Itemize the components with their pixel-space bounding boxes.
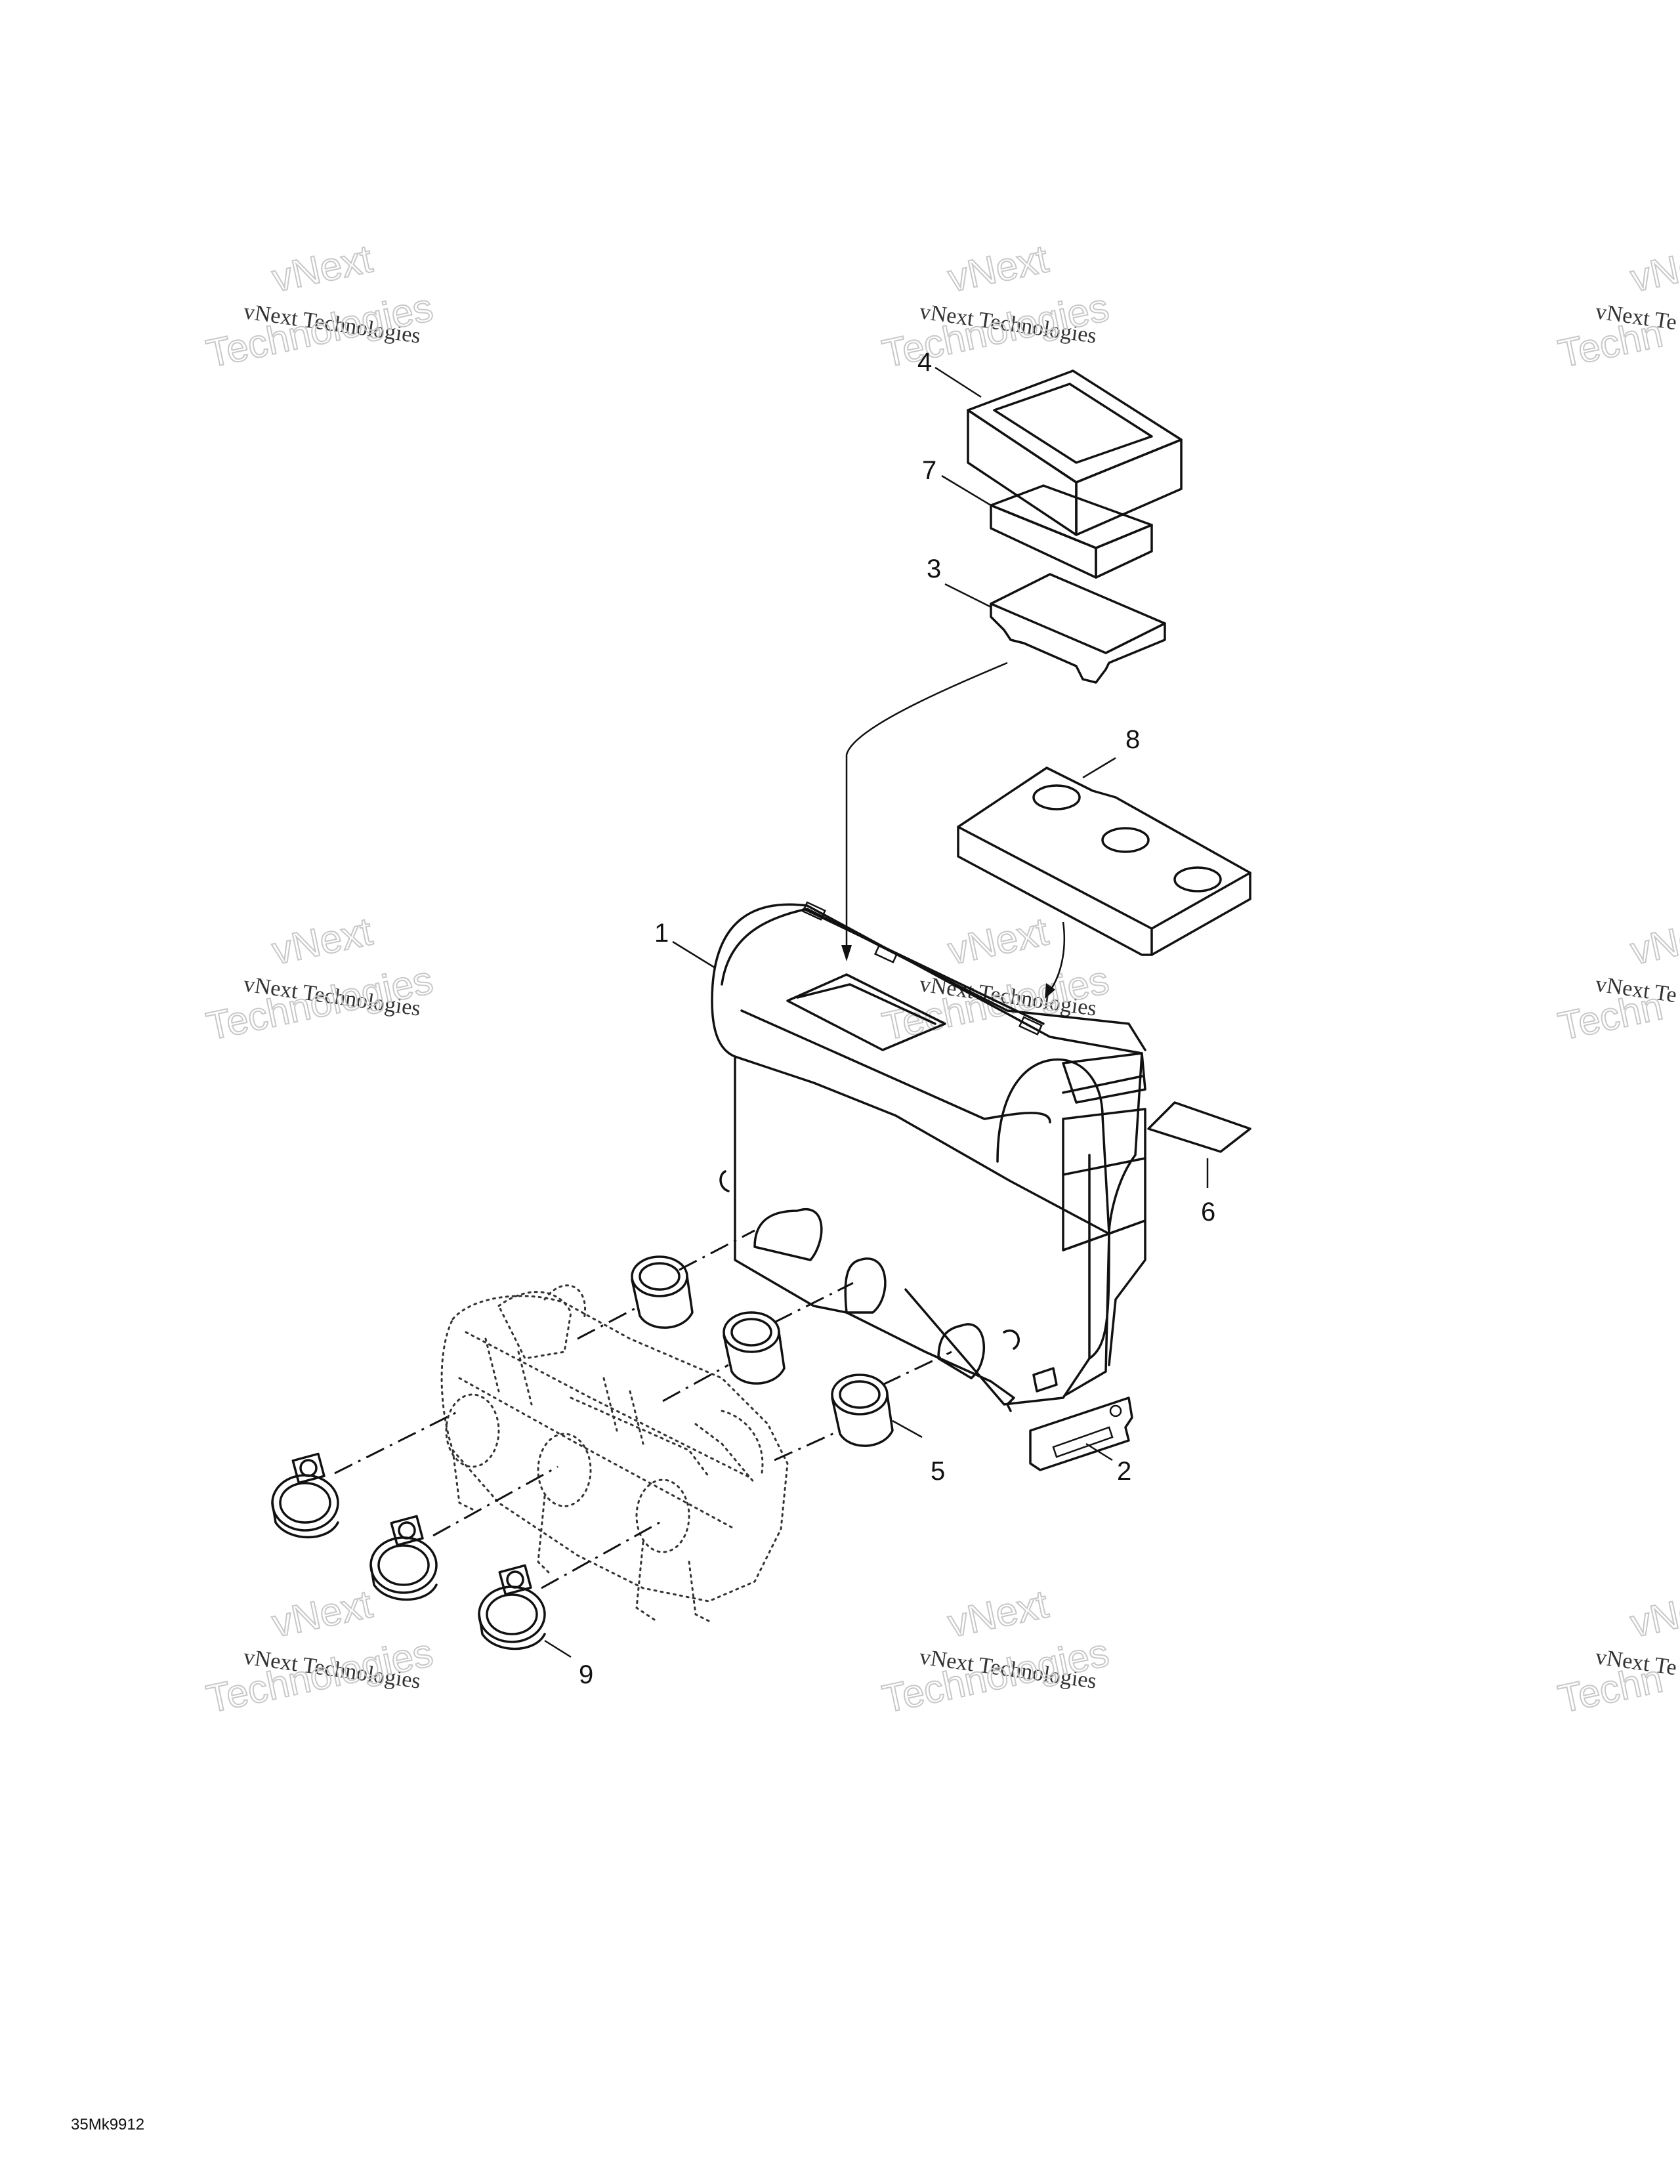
part-1-housing: [711, 901, 1146, 1412]
part-6-gasket: [1147, 1101, 1251, 1153]
assembly-lines: [334, 1229, 952, 1589]
svg-text:vNext: vNext: [268, 909, 376, 973]
svg-text:Technologies: Technologies: [879, 957, 1113, 1048]
part-2-bracket: [1029, 1396, 1133, 1471]
watermark-bottom-left: vNext vNext Technologies Technologies: [202, 1581, 438, 1721]
clamp-3: [478, 1564, 546, 1650]
svg-text:vNext: vNext: [268, 236, 376, 300]
watermark-bottom-right-clipped: vNe vNext Te Techn: [1554, 1587, 1680, 1722]
svg-text:vNe: vNe: [1627, 915, 1680, 973]
svg-text:Technologies: Technologies: [879, 1630, 1113, 1721]
svg-text:vNe: vNe: [1627, 243, 1680, 301]
callout-8: 8: [1125, 725, 1140, 754]
svg-text:Techn: Techn: [1555, 984, 1667, 1049]
svg-text:Technologies: Technologies: [203, 1630, 437, 1721]
watermark-mid-center: vNext vNext Technologies Technologies: [878, 908, 1114, 1049]
watermark-top-right-clipped: vNe vNext Te Techn: [1554, 242, 1680, 377]
part-7-filter-pad: [990, 484, 1153, 579]
clamp-2: [369, 1515, 438, 1601]
part-8-foam-pad: [957, 766, 1251, 956]
svg-text:vNext: vNext: [944, 236, 1052, 300]
svg-text:Techn: Techn: [1555, 1656, 1667, 1721]
svg-text:Techn: Techn: [1555, 311, 1667, 376]
part-3-screen: [990, 573, 1166, 684]
leader-lines: [544, 366, 1209, 1658]
sleeve-3: [831, 1374, 894, 1447]
sleeve-2: [723, 1311, 786, 1385]
watermark-top-center: vNext vNext Technologies Technologies: [878, 236, 1114, 376]
carburetor-assembly-phantom: [440, 1284, 789, 1622]
assembly-arrow-screen: [841, 662, 1008, 961]
watermark-mid-right-clipped: vNe vNext Te Techn: [1554, 915, 1680, 1049]
part-5-sleeves: [631, 1255, 894, 1447]
callout-7: 7: [922, 456, 936, 485]
part-4-frame: [967, 369, 1183, 536]
part-9-clamps: [271, 1452, 546, 1650]
sleeve-1: [631, 1255, 694, 1329]
part-callouts: 4 7 3 8 1 6 5 2 9: [579, 348, 1215, 1689]
callout-2: 2: [1117, 1457, 1131, 1486]
callout-4: 4: [917, 348, 932, 377]
svg-text:vNext: vNext: [944, 909, 1052, 973]
svg-text:vNext: vNext: [268, 1582, 376, 1645]
callout-1: 1: [654, 919, 669, 948]
watermark-bottom-center: vNext vNext Technologies Technologies: [878, 1581, 1114, 1721]
svg-text:Technologies: Technologies: [203, 957, 437, 1048]
assembly-arrow-foam: [1045, 921, 1066, 999]
svg-text:Technologies: Technologies: [879, 285, 1113, 375]
svg-text:vNe: vNe: [1627, 1588, 1680, 1646]
watermark-mid-left: vNext vNext Technologies Technologies: [202, 908, 438, 1049]
callout-9: 9: [579, 1660, 593, 1689]
callout-3: 3: [927, 555, 941, 583]
callout-5: 5: [931, 1457, 945, 1486]
svg-text:Technologies: Technologies: [203, 285, 437, 375]
svg-text:vNext: vNext: [944, 1582, 1052, 1645]
diagram-reference-code: 35Mk9912: [71, 2116, 144, 2133]
watermark-top-left: vNext vNext Technologies Technologies: [202, 236, 438, 376]
clamp-1: [271, 1452, 339, 1539]
callout-6: 6: [1201, 1198, 1215, 1227]
